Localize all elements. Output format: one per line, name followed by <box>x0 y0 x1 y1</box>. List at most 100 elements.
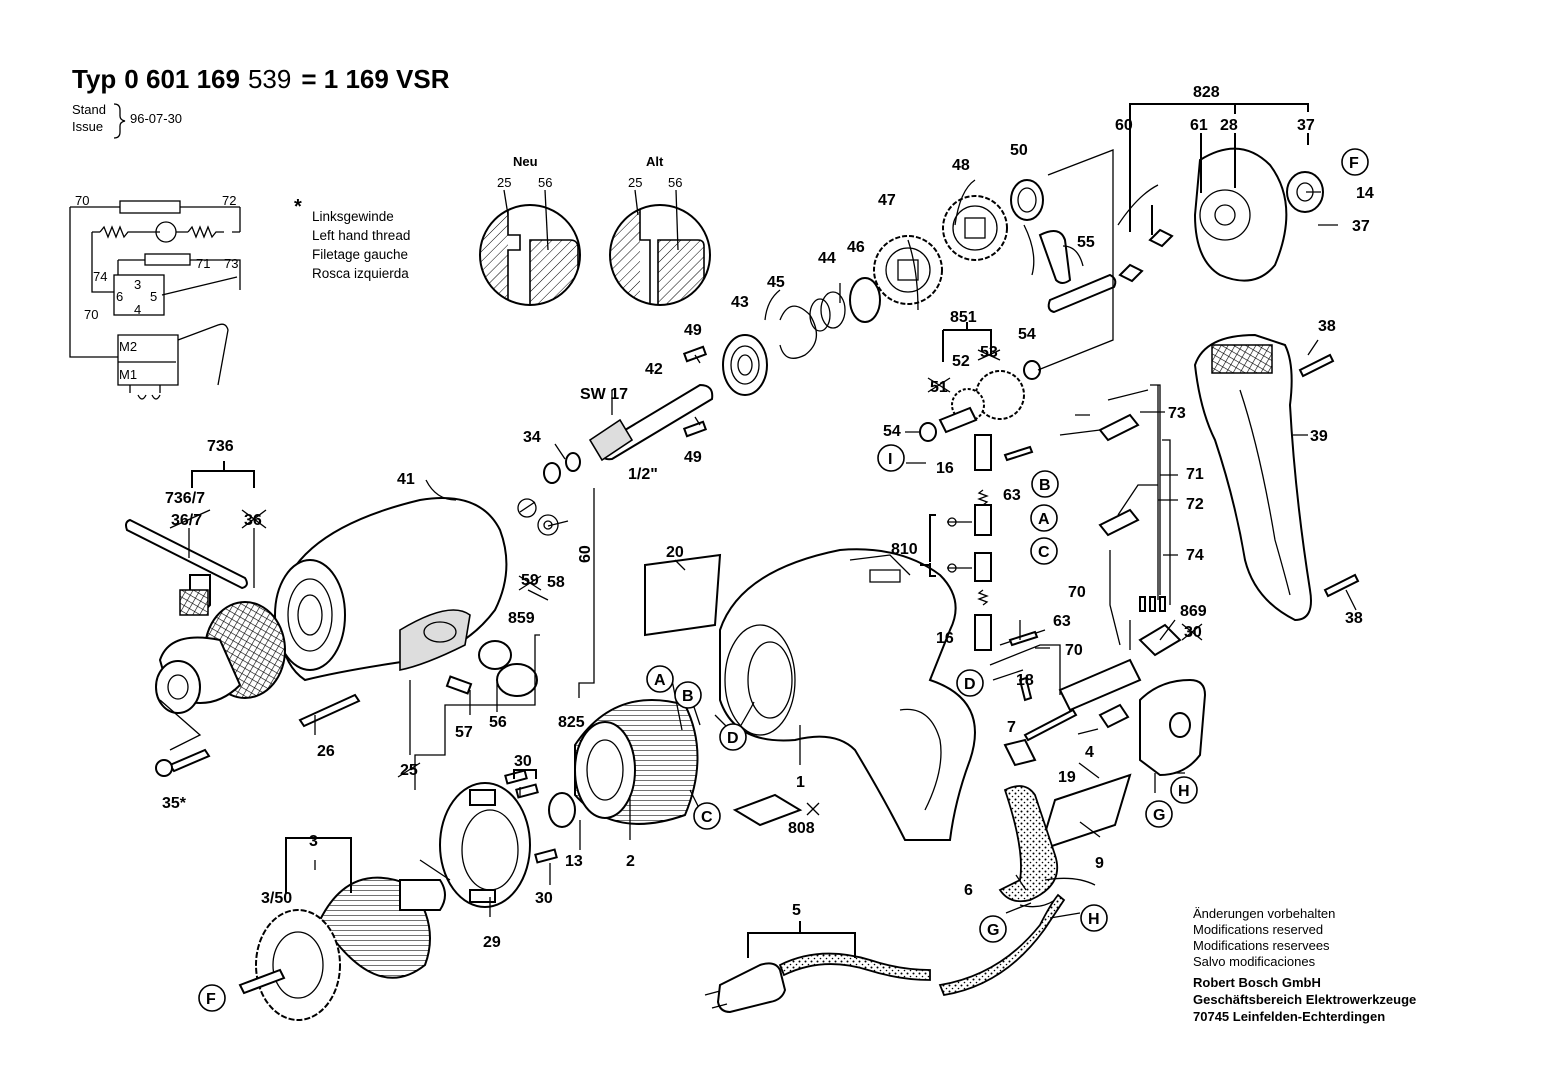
ref-label-B: B <box>1039 477 1051 494</box>
part-label-9: 9 <box>1095 855 1104 872</box>
part-label-3-50: 3/50 <box>261 890 292 907</box>
switch-pin-3: 3 <box>134 277 141 292</box>
detail-new-56: 56 <box>538 175 552 190</box>
rear-cover-28 <box>1118 147 1324 283</box>
power-cord-5 <box>704 952 931 1014</box>
typ-number-tail: 539 <box>248 64 291 94</box>
part-label-63b: 63 <box>1053 613 1071 630</box>
part-label-825: 825 <box>558 714 585 731</box>
part-label-18: 18 <box>1016 672 1034 689</box>
part-label-16: 16 <box>936 460 954 477</box>
ref-circle-G2 <box>979 915 1007 943</box>
stand-label: Stand <box>72 102 106 117</box>
brush-holder-29 <box>439 782 531 908</box>
issue-date: 96-07-30 <box>130 111 182 126</box>
ref-label-C: C <box>1038 544 1050 561</box>
switch-wiper <box>117 259 241 296</box>
ref-label-H: H <box>1178 783 1190 800</box>
part-label-828: 828 <box>1193 84 1220 101</box>
motor-housing-1 <box>719 548 976 841</box>
bearing-43 <box>722 334 768 396</box>
ref-circle-D2 <box>719 723 747 751</box>
ref-circle-B2 <box>674 681 702 709</box>
ref-label-C2: C <box>701 809 713 826</box>
armature-3 <box>238 876 446 1021</box>
ref-label-F2: F <box>206 991 216 1008</box>
part-label-60b: 60 <box>577 545 594 563</box>
part-label-72: 72 <box>1186 496 1204 513</box>
part-label-73: 73 <box>1168 405 1186 422</box>
part-label-46: 46 <box>847 239 865 256</box>
motor-m2: M2 <box>119 339 137 354</box>
part-label-42: 42 <box>645 361 663 378</box>
part-label-29: 29 <box>483 934 501 951</box>
part-label-37b: 37 <box>1352 218 1370 235</box>
part-label-30: 30 <box>514 753 532 770</box>
part-label-61: 61 <box>1190 117 1208 134</box>
part-labels: 828 60 61 28 37 F 14 37 50 48 47 55 44 4… <box>162 84 1374 1012</box>
ref-label-I: I <box>888 451 892 468</box>
ref-label-G2: G <box>987 922 999 939</box>
ref-circle-A <box>1030 504 1058 532</box>
ref-circle-H <box>1170 776 1198 804</box>
switch-pin-4: 4 <box>134 302 141 317</box>
circlip-46 <box>849 277 881 323</box>
part-label-7: 7 <box>1007 719 1016 736</box>
wire-label-70b: 70 <box>84 307 98 322</box>
ref-label-G: G <box>1153 807 1165 824</box>
part-label-45: 45 <box>767 274 785 291</box>
part-label-sw17: SW 17 <box>580 386 628 403</box>
part-label-1: 1 <box>796 774 805 791</box>
part-label-70: 70 <box>1068 584 1086 601</box>
part-label-38b: 38 <box>1345 610 1363 627</box>
part-label-3: 3 <box>309 833 318 850</box>
component-top <box>119 200 181 214</box>
detail-new-25: 25 <box>497 175 511 190</box>
screw-35 <box>168 748 211 773</box>
part-label-48: 48 <box>952 157 970 174</box>
brushes-810 <box>947 434 992 651</box>
part-label-869: 869 <box>1180 603 1207 620</box>
ref-label-D2: D <box>727 730 739 747</box>
component-mid <box>144 253 191 266</box>
part-label-5: 5 <box>792 902 801 919</box>
part-label-51: 51 <box>930 379 948 396</box>
brace <box>113 103 126 139</box>
ref-circle-I <box>877 444 905 472</box>
asterisk: * <box>294 196 302 218</box>
part-label-736-7: 736/7 <box>165 490 205 507</box>
issue-label: Issue <box>72 119 103 134</box>
part-label-70b: 70 <box>1065 642 1083 659</box>
part-label-56: 56 <box>489 714 507 731</box>
wire-label-73: 73 <box>224 256 238 271</box>
ref-circle-F2 <box>198 984 226 1012</box>
detail-old-25: 25 <box>628 175 642 190</box>
resistor-left <box>99 225 148 239</box>
part-label-26: 26 <box>317 743 335 760</box>
bearing-13 <box>548 792 576 828</box>
footer-note-fr: Modifications reservees <box>1193 938 1330 953</box>
chuck-736 <box>125 518 286 714</box>
part-label-54b: 54 <box>883 423 901 440</box>
part-label-50: 50 <box>1010 142 1028 159</box>
wire-label-74: 74 <box>93 269 107 284</box>
footer-note-es: Salvo modificaciones <box>1193 954 1316 969</box>
label-20 <box>644 553 722 637</box>
wiring-diagram: 70 72 74 71 73 70 3 6 5 4 M2 M1 <box>69 193 241 400</box>
circlip-45 <box>779 305 817 359</box>
part-label-44: 44 <box>818 250 836 267</box>
part-label-4: 4 <box>1085 744 1094 761</box>
part-label-736: 736 <box>207 438 234 455</box>
knob-56 <box>478 640 512 670</box>
part-label-55: 55 <box>1077 234 1095 251</box>
circlip-44 <box>820 291 846 329</box>
spindle-42 <box>588 345 714 462</box>
part-label-59: 59 <box>521 572 539 589</box>
ref-label-A2: A <box>654 672 666 689</box>
handle-39 <box>1193 333 1360 622</box>
part-label-60: 60 <box>1115 117 1133 134</box>
thread-note: * Linksgewinde Left hand thread Filetage… <box>294 196 410 281</box>
part-label-52: 52 <box>952 353 970 370</box>
part-label-859: 859 <box>508 610 535 627</box>
